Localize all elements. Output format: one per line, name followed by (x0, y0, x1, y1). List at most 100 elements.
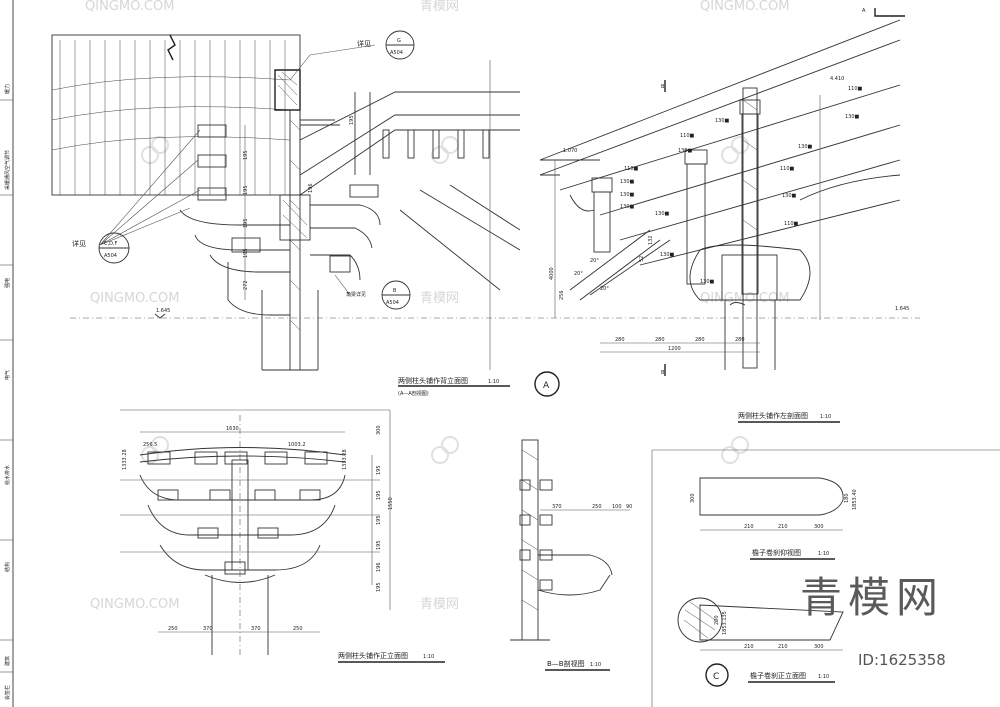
dim-text: 1630 (226, 426, 239, 432)
callout-label: 详见 (357, 39, 371, 48)
dim-text: 195 (376, 515, 382, 525)
dim-text: 196 (376, 562, 382, 572)
dim-text: 210 (778, 644, 788, 650)
sidebar-label: 强电 (4, 278, 11, 288)
dim-text: 280 (695, 337, 705, 343)
panel-title: 檐子卷刹仰视图 (752, 548, 801, 557)
dim-text: 195 (376, 582, 382, 592)
watermark-text: QINGMO.COM (85, 0, 174, 14)
dim-text: 300 (376, 425, 382, 435)
dim-text: 195 (376, 465, 382, 475)
level-text: 1.645 (156, 308, 170, 314)
panel-scale: 1:10 (818, 674, 829, 680)
dim-text: 132 (648, 235, 654, 245)
member-tag: 130■ (620, 192, 635, 198)
dim-text: 210 (744, 644, 754, 650)
dim-text: 272 (243, 280, 249, 290)
panel-section-drawing: A B B 1.070 1.645 4.410 110■ 130■ 110■ 1… (539, 8, 909, 423)
dim-text: 1333.28 (122, 449, 128, 470)
dim-text: 196 (308, 183, 314, 193)
member-tag: 130■ (715, 118, 730, 124)
member-tag: 130■ (620, 179, 635, 185)
callout-top: B (393, 288, 397, 294)
dim-text: 195 (243, 185, 249, 195)
member-tag: 130■ (798, 144, 813, 150)
watermark-layer: QINGMO.COM 青模网 QINGMO.COM QINGMO.COM 青模网… (85, 0, 789, 612)
dim-text: 4000 (549, 267, 555, 280)
dim-text: 370 (251, 626, 261, 632)
panel-scale: 1:10 (590, 662, 601, 668)
panel-scale: 1:10 (488, 379, 499, 385)
panel-title: 檐子卷刹正立面图 (750, 671, 806, 680)
callout-top: G (397, 38, 401, 44)
dim-text: 1550 (388, 497, 394, 510)
section-marker-text: B (661, 84, 665, 90)
member-tag: 110■ (784, 221, 799, 227)
panel-scale: 1:10 (423, 654, 434, 660)
dim-text: 180 (844, 493, 850, 503)
dim-text: 200 (714, 615, 720, 625)
watermark-text: 青模网 (420, 0, 459, 14)
member-tag: 130■ (845, 114, 860, 120)
sidebar-label: 建筑 (4, 656, 11, 666)
member-tag: 110■ (680, 133, 695, 139)
watermark-text: QINGMO.COM (90, 597, 179, 612)
section-marker-text: C (713, 672, 719, 682)
member-tag: 130■ (620, 204, 635, 210)
dim-text: 250 (592, 504, 602, 510)
level-text: 1.070 (563, 148, 577, 154)
section-marker-text: A (543, 381, 550, 391)
level-text: 1.645 (895, 306, 909, 312)
panel-title: 两侧柱头铺作左剖面图 (738, 411, 808, 420)
panel-bsection-drawing: 370 250 100 90 B—B剖视图 1:10 (510, 439, 632, 671)
panel-title: 两侧柱头铺作正立面图 (338, 651, 408, 660)
section-marker-text: A (862, 8, 866, 14)
dim-text: 280 (655, 337, 665, 343)
callout-label: 角梁详见 (346, 291, 366, 298)
panel-title: 两侧柱头铺作背立面图 (398, 376, 468, 385)
dim-text: 90 (626, 504, 632, 510)
dim-text: 1333.28 (342, 449, 348, 470)
dim-text: 195 (243, 248, 249, 258)
member-tag: 130■ (782, 193, 797, 199)
dim-text: 250 (293, 626, 303, 632)
sidebar-label: 会签栏 (4, 685, 11, 700)
dim-text: 210 (744, 524, 754, 530)
dim-text: 195 (376, 490, 382, 500)
sidebar-label: 暖力 (4, 84, 11, 94)
dim-text: 52 (639, 256, 645, 262)
level-text: 4.410 (830, 76, 844, 82)
dim-text: 280 (735, 337, 745, 343)
dim-text: 280 (615, 337, 625, 343)
section-marker (705, 663, 729, 687)
dim-text: 100 (612, 504, 622, 510)
watermark-text: 青模网 (420, 291, 459, 306)
dim-text: 300 (814, 524, 824, 530)
angle-text: 20° (590, 258, 599, 264)
member-tag: 110■ (624, 166, 639, 172)
callout-bottom: A504 (386, 300, 399, 306)
dim-text: 300 (690, 493, 696, 503)
watermark-text: QINGMO.COM (700, 291, 789, 306)
member-tag: 130■ (678, 148, 693, 154)
watermark-text: 青模网 (420, 597, 459, 612)
watermark-text: QINGMO.COM (700, 0, 789, 14)
callout-bottom: A504 (390, 50, 403, 56)
sidebar-label: 采暖通风空气调节 (4, 150, 11, 190)
angle-text: 20° (600, 286, 609, 292)
watermark-text: QINGMO.COM (90, 291, 179, 306)
angle-text: 20° (574, 271, 583, 277)
dim-text: 195 (349, 115, 355, 125)
dim-text: 370 (552, 504, 562, 510)
callout-bottom: A504 (104, 253, 117, 259)
dim-text: 210 (778, 524, 788, 530)
panel-scale: 1:10 (820, 414, 831, 420)
dim-text: 195 (243, 150, 249, 160)
section-marker-text: B (661, 370, 665, 376)
sidebar-label: 电气 (4, 370, 11, 380)
dim-text: 256.5 (143, 442, 157, 448)
panel-title: B—B剖视图 (547, 659, 585, 668)
dim-text: 250 (168, 626, 178, 632)
dim-text: 1853.40 (852, 489, 858, 510)
dim-text: 1853.135 (722, 611, 728, 635)
